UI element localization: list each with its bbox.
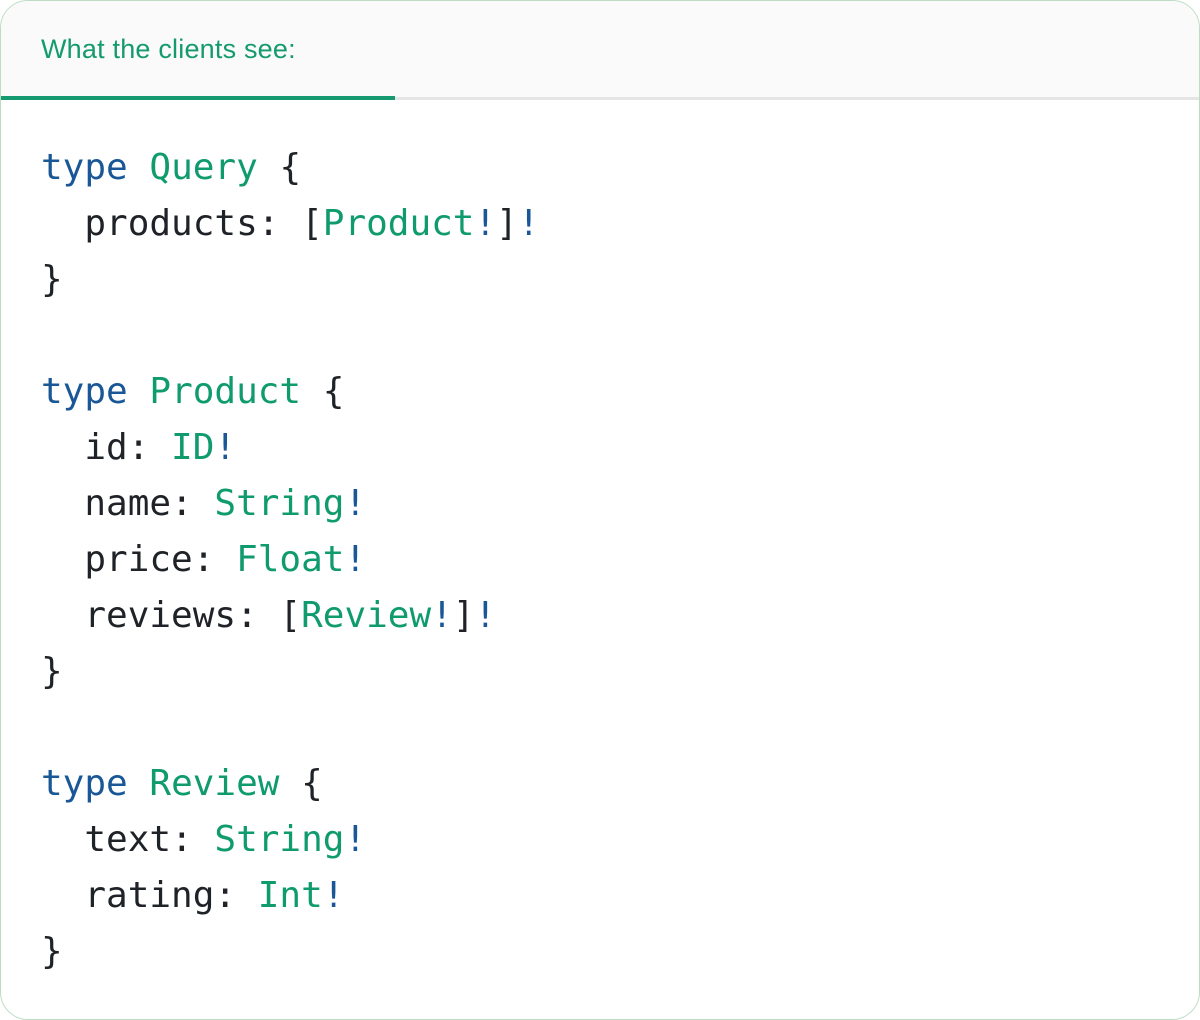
code-line: text: String! [41, 819, 366, 860]
code-token-plain: rating: [41, 875, 258, 916]
code-token-keyword: type [41, 763, 128, 804]
code-line: type Product { [41, 371, 344, 412]
code-token-keyword: ! [474, 203, 497, 244]
code-token-plain: reviews: [ [41, 595, 302, 636]
code-line: id: ID! [41, 427, 236, 468]
code-token-type: Review [301, 595, 432, 636]
code-token-plain: { [301, 371, 345, 412]
code-line: type Review { [41, 763, 323, 804]
code-token-plain: ] [452, 595, 475, 636]
code-token-type: String [214, 483, 345, 524]
code-token-plain: name: [41, 483, 215, 524]
code-token-type: Int [257, 875, 323, 916]
code-line: } [41, 651, 63, 692]
code-token-keyword: ! [517, 203, 540, 244]
tab-what-clients-see[interactable]: What the clients see: [1, 1, 395, 97]
code-token-keyword: ! [344, 483, 367, 524]
code-token-plain: ] [496, 203, 518, 244]
code-token-keyword: ! [344, 539, 367, 580]
tab-label: What the clients see: [41, 33, 296, 64]
code-line: } [41, 259, 63, 300]
code-area: type Query { products: [Product!]! } typ… [1, 100, 1199, 980]
code-token-plain: } [41, 651, 63, 692]
code-line: type Query { [41, 147, 301, 188]
code-line: } [41, 931, 63, 972]
code-token-type: Float [236, 539, 345, 580]
code-line: products: [Product!]! [41, 203, 540, 244]
code-token-type: Query [149, 147, 258, 188]
code-line: price: Float! [41, 539, 366, 580]
code-token-type: Review [149, 763, 280, 804]
code-token-plain [128, 371, 150, 412]
code-token-type: String [214, 819, 345, 860]
code-token-plain: } [41, 259, 63, 300]
graphql-schema-code: type Query { products: [Product!]! } typ… [41, 140, 1159, 980]
code-token-type: ID [171, 427, 215, 468]
code-line: rating: Int! [41, 875, 344, 916]
code-token-type: Product [322, 203, 475, 244]
code-token-keyword: ! [322, 875, 345, 916]
code-token-type: Product [149, 371, 302, 412]
code-token-keyword: ! [344, 819, 367, 860]
code-token-plain: text: [41, 819, 215, 860]
code-token-plain [128, 147, 150, 188]
code-token-keyword: type [41, 371, 128, 412]
code-line: reviews: [Review!]! [41, 595, 496, 636]
code-token-keyword: type [41, 147, 128, 188]
code-token-keyword: ! [474, 595, 497, 636]
code-token-plain: } [41, 931, 63, 972]
tab-bar: What the clients see: [1, 1, 1199, 100]
code-token-plain: products: [ [41, 203, 323, 244]
code-token-plain: id: [41, 427, 172, 468]
code-token-plain: price: [41, 539, 237, 580]
code-token-keyword: ! [214, 427, 237, 468]
code-token-keyword: ! [431, 595, 453, 636]
active-tab-underline [1, 96, 395, 100]
code-token-plain [128, 763, 150, 804]
code-line: name: String! [41, 483, 366, 524]
code-token-plain: { [257, 147, 302, 188]
code-token-plain: { [279, 763, 323, 804]
